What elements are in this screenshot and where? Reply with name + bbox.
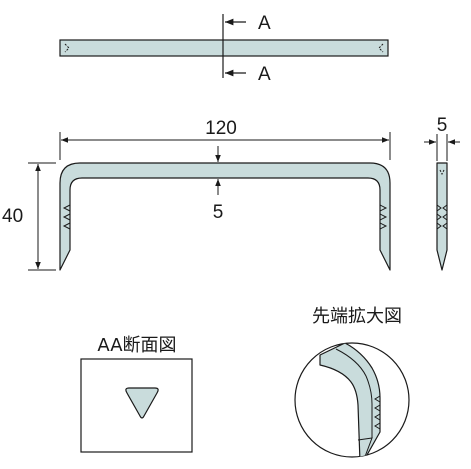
side-view-serrations (436, 204, 448, 230)
left-leg-serrations (62, 204, 71, 230)
top-view: A A (59, 13, 389, 85)
top-view-right-tip-mark (378, 43, 384, 53)
side-width-dim-label: 5 (437, 115, 448, 136)
detail-view-title: 先端拡大図 (312, 306, 402, 327)
detail-tip-body (319, 343, 381, 457)
height-dim-label: 40 (2, 206, 23, 227)
length-dim-label: 120 (205, 118, 237, 139)
detail-inner-line (335, 348, 373, 438)
section-view-title: AA断面図 (97, 335, 176, 356)
top-view-left-tip-mark (64, 43, 70, 53)
thickness-top-dim-label: 5 (213, 202, 224, 223)
top-view-bar (59, 39, 389, 57)
section-marker-top: A (258, 13, 271, 34)
detail-tip-point (357, 437, 373, 457)
side-view: 5 (424, 115, 460, 271)
side-view-tip-mark (439, 169, 445, 176)
side-view-leg (436, 162, 448, 271)
section-marker-bottom: A (258, 64, 271, 85)
right-leg-serrations (379, 204, 388, 230)
section-view: AA断面図 (80, 335, 193, 453)
section-triangle (125, 387, 159, 419)
detail-view: 先端拡大図 (294, 306, 410, 458)
detail-serrations (374, 395, 381, 430)
staple-body (59, 162, 391, 271)
front-view: 120 5 40 (2, 118, 391, 271)
